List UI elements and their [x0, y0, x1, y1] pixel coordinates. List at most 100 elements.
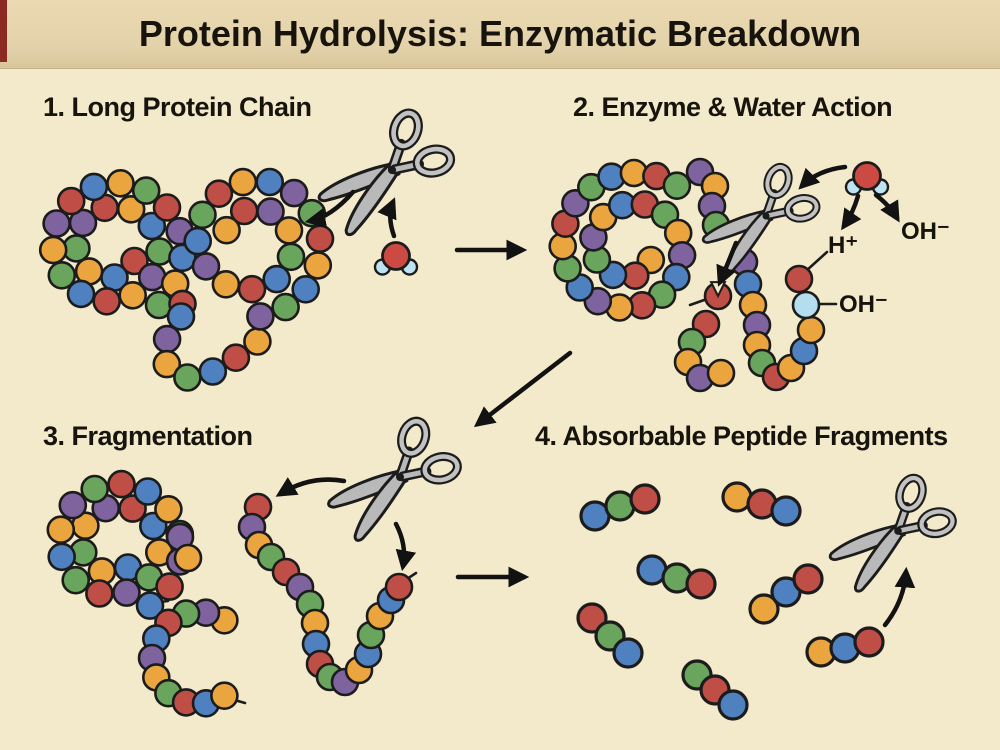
scissors-handle — [395, 416, 431, 480]
chain-enzyme-coil — [548, 158, 697, 322]
amino-acid-bead — [173, 543, 203, 573]
amino-acid-bead — [228, 167, 258, 197]
amino-acid-bead — [384, 572, 414, 602]
amino-acid-bead — [106, 169, 135, 198]
scissors-pivot — [762, 212, 770, 220]
amino-acid-bead — [120, 246, 149, 276]
oh-minus-label-top: OH⁻ — [901, 218, 950, 245]
amino-acid-bead — [305, 224, 335, 253]
amino-acid-bead — [229, 196, 259, 226]
chain-cut-hook-strand — [673, 281, 736, 393]
oxygen-atom — [381, 241, 411, 271]
amino-acid-bead — [303, 251, 333, 280]
scissors-handle — [764, 194, 821, 223]
chain-peptide-fragment-6 — [681, 659, 749, 721]
panel-title-1: 1. Long Protein Chain — [43, 92, 312, 122]
scissors-ring — [919, 509, 955, 537]
amino-acid-bead — [685, 568, 717, 600]
scissors-handle — [762, 162, 793, 218]
scissors-pivot — [396, 473, 404, 481]
panel-title-4: 4. Absorbable Peptide Fragments — [535, 421, 948, 451]
scissors-ring — [785, 195, 819, 221]
scissors-ring — [391, 110, 421, 149]
amino-acid-bead — [80, 474, 109, 504]
amino-acid-bead — [291, 274, 321, 304]
amino-acid-bead — [154, 494, 183, 524]
chain-fragment-mini — [165, 522, 203, 573]
chain-fragment-c-shape — [137, 598, 239, 718]
amino-acid-bead — [47, 260, 77, 290]
h-plus-label: H⁺ — [828, 232, 858, 259]
amino-acid-bead — [246, 302, 275, 331]
flow-arrow — [473, 350, 573, 428]
water-molecule-icon — [844, 161, 890, 196]
amino-acid-bead — [92, 286, 121, 316]
amino-acid-bead — [47, 542, 77, 572]
amino-acid-bead — [211, 269, 241, 299]
amino-acid-bead — [706, 358, 736, 388]
amino-acid-bead — [155, 572, 184, 601]
amino-acid-bead — [204, 179, 234, 208]
scissors-pivot — [387, 165, 397, 175]
flow-arrow — [275, 477, 347, 497]
panel-title-2: 2. Enzyme & Water Action — [573, 92, 893, 122]
amino-acid-bead — [243, 327, 272, 356]
scissors-blade — [853, 522, 907, 593]
amino-acid-bead — [274, 216, 304, 245]
amino-acid-bead — [152, 193, 182, 222]
amino-acid-bead — [717, 689, 749, 721]
flow-arrow — [798, 164, 848, 190]
scissors-pivot — [894, 527, 902, 535]
amino-acid-bead — [152, 324, 182, 354]
amino-acid-bead — [784, 264, 814, 294]
amino-acid-bead — [629, 483, 661, 515]
page-title: Protein Hydrolysis: Enzymatic Breakdown — [138, 13, 862, 54]
amino-acid-bead — [210, 681, 239, 711]
amino-acid-bead — [188, 200, 217, 230]
amino-acid-bead — [85, 579, 114, 608]
flow-arrow — [304, 189, 356, 229]
amino-acid-bead — [256, 197, 285, 226]
amino-acid-bead — [198, 357, 228, 386]
scissors-handle — [896, 507, 957, 539]
scissors-handle — [387, 108, 423, 173]
amino-acid-bead — [276, 242, 306, 272]
chain-peptide-fragment-3 — [636, 554, 717, 600]
amino-acid-bead — [791, 290, 821, 320]
amino-acid-bead — [46, 515, 76, 545]
chain-fragment-v-shape — [237, 492, 414, 697]
amino-acid-bead — [237, 274, 267, 304]
scissors-ring — [414, 146, 453, 176]
panel-title-3: 3. Fragmentation — [43, 421, 253, 451]
chain-link-line — [688, 297, 709, 307]
amino-acid-bead — [61, 565, 90, 595]
scissors-ring — [765, 164, 791, 198]
amino-acid-bead — [118, 280, 147, 310]
chain-long-protein-chain — [38, 167, 335, 392]
scissors-blade — [353, 468, 410, 542]
scissors-ring — [422, 454, 460, 483]
oh-minus-label-side: OH⁻ — [839, 291, 888, 318]
scissors-icon — [327, 416, 462, 542]
flow-arrow — [882, 566, 916, 628]
flow-arrow — [393, 521, 417, 572]
amino-acid-bead — [792, 563, 824, 595]
amino-acid-bead — [166, 302, 196, 331]
scissors-icon — [701, 162, 821, 274]
chain-peptide-fragment-7 — [805, 626, 885, 668]
amino-acid-bead — [853, 626, 885, 658]
amino-acid-bead — [131, 176, 161, 205]
amino-acid-bead — [662, 171, 692, 200]
amino-acid-bead — [279, 178, 309, 208]
title-bar: Protein Hydrolysis: Enzymatic Breakdown — [0, 0, 1000, 69]
chain-peptide-fragment-1 — [579, 483, 661, 532]
amino-acid-bead — [255, 167, 285, 197]
water-molecule-icon — [373, 241, 419, 276]
amino-acid-bead — [116, 195, 146, 224]
flow-arrow — [377, 197, 397, 239]
scissors-icon — [828, 473, 957, 593]
amino-acid-bead — [137, 211, 167, 241]
amino-acid-bead — [262, 264, 292, 294]
header-edge-artifact — [0, 0, 7, 62]
